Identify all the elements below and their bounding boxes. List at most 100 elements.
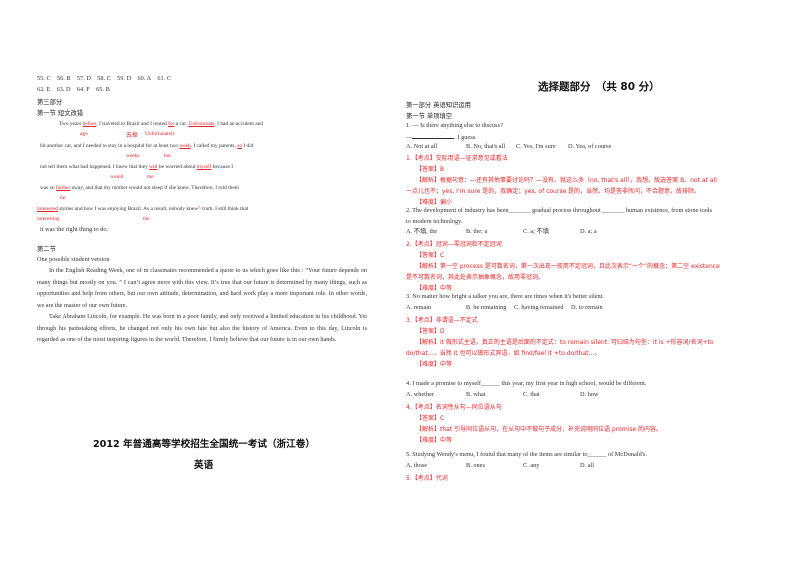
- correction-line-3: not tell them what had happened. I knew …: [40, 164, 233, 170]
- answer-item: 61. C: [157, 75, 172, 82]
- q1-kaodian: 1.【考点】交际用语—征求意见或看法: [406, 155, 508, 162]
- part1-heading: 第一部分 英语知识运用: [406, 102, 471, 109]
- q3-answer: 【答案】D: [416, 328, 445, 335]
- answer-item: 57. D: [76, 75, 91, 82]
- correction-line-4: was so farther away, and that my mother …: [40, 185, 239, 191]
- answer-item: 64. F: [76, 86, 90, 93]
- correction-line-5: interested stories and how I was enjoyin…: [37, 206, 249, 212]
- q4-explanation-1: 【解析】that 引导同位语从句，在从句中不做句子成分，补充说明同位语 prom…: [416, 426, 663, 433]
- section-title: 选择题部分 （共 80 分）: [538, 81, 660, 93]
- answer-item: 62. E: [37, 86, 51, 93]
- error-word: farther: [55, 185, 71, 191]
- insert-caret-icon: ^: [198, 206, 201, 212]
- q1-difficulty: 【难度】偏小: [416, 199, 453, 206]
- option-b: B. No, that's all: [466, 143, 506, 150]
- q5-options: A. those B. ones C. any D. all: [406, 462, 594, 470]
- option-b: B. the; a: [466, 228, 488, 235]
- q5-kaodian: 5.【考点】代词: [406, 475, 448, 482]
- option-a: A. whether: [406, 391, 434, 398]
- answer-blank: [412, 133, 455, 139]
- q4-options: A. whether B. what C. that D. how: [406, 391, 599, 399]
- option-a: A. those: [406, 462, 427, 469]
- answer-item: 58. C: [97, 75, 111, 82]
- answer-item: 65. B: [96, 86, 110, 93]
- q2-stem: 2. The development of industry has been_…: [406, 207, 713, 214]
- q2-difficulty: 【难度】中等: [416, 285, 453, 292]
- option-c: C. a; 不填: [523, 228, 550, 235]
- error-word: before: [82, 121, 97, 127]
- error-word: Unfortunate: [188, 121, 215, 127]
- option-d: D. all: [580, 462, 594, 469]
- q4-stem: 4. I made a promise to myself______ this…: [406, 380, 647, 387]
- essay-label: One possible student version: [37, 256, 110, 263]
- correction-line-1: Two years before, I traveled to Brazil a…: [59, 121, 263, 127]
- error-word: will: [149, 164, 158, 170]
- option-d: D. to remain: [571, 304, 603, 311]
- answer-item: 55. C: [37, 75, 51, 82]
- essay-paragraph-1: In the English Reading Week, one of m cl…: [37, 267, 367, 309]
- essay-paragraph-2: Take Abraham Lincoln, for example. He wa…: [37, 313, 367, 343]
- q3-explanation-2: do/that…，当然 it 也可以做形式宾语，如 find/feel it +…: [406, 350, 601, 357]
- correction-line-6: it was the right thing to do.: [40, 226, 109, 233]
- option-a: A. 不填, the: [406, 228, 438, 235]
- q1-explanation-2: 一点儿也不；yes, I'm sure 是的，我确定；yes, of cours…: [406, 188, 701, 195]
- fix-ago: ago: [80, 131, 88, 137]
- option-d: D. Yea, of course: [568, 143, 612, 150]
- q4-difficulty: 【难度】中等: [416, 437, 453, 444]
- q2-kaodian: 2.【考点】冠词—零冠词和不定冠词: [406, 241, 502, 248]
- q5-stem: 5. Studying Wendy's menu, I found that m…: [406, 451, 647, 458]
- answer-item: 60. A: [137, 75, 152, 82]
- option-d: D. how: [580, 391, 599, 398]
- option-c: C. that: [523, 391, 540, 398]
- fix-but: but: [164, 153, 171, 159]
- fix-weeks: weeks: [126, 153, 140, 159]
- q2-answer: 【答案】C: [416, 252, 445, 259]
- exam-subject: 英语: [194, 460, 214, 471]
- q3-difficulty: 【难度】中等: [416, 361, 453, 368]
- q4-kaodian: 4.【考点】名词性从句—同位语从句: [406, 404, 502, 411]
- section2-heading: 第二节: [37, 246, 56, 253]
- option-b: B. what: [466, 391, 486, 398]
- q1-stem-2: —. I guess.: [406, 133, 477, 141]
- q2-options: A. 不填, the B. the; a C. a; 不填 D. a; a: [406, 228, 597, 236]
- error-word: for: [168, 121, 175, 127]
- section1-heading: 第一节 短文改错: [37, 110, 84, 117]
- answer-item: 63. D: [56, 86, 71, 93]
- q2-stem-2: to modern technology.: [406, 218, 463, 225]
- part3-heading: 第三部分: [37, 99, 63, 106]
- answer-item: 56. B: [56, 75, 71, 82]
- option-b: B. ones: [466, 462, 485, 469]
- q1-explanation-1: 【解析】根据句意：—还有其他事要讨论吗？—没有。就这么多（no, that's …: [416, 177, 717, 184]
- fix-interesting: interesting: [37, 216, 60, 222]
- q3-explanation-1: 【解析】it 做形式主语，真正的主语是后面的不定式：to remain sile…: [416, 339, 714, 346]
- section1-heading: 第一节 单项填空: [406, 113, 453, 120]
- fix-unfortunately: Unfortunately: [145, 131, 176, 137]
- option-d: D. a; a: [580, 228, 597, 235]
- q1-stem: 1. — Is there anything else to discuss?: [406, 122, 503, 129]
- option-c: C. having remained: [514, 304, 564, 311]
- q3-kaodian: 3.【考点】非谓语—不定式: [406, 317, 478, 324]
- fix-me: me: [147, 174, 154, 180]
- error-word: week: [179, 143, 191, 149]
- exam-title: 2012 年普通高等学校招生全国统一考试（浙江卷）: [93, 439, 315, 450]
- answer-key-row-1: 55. C 56. B 57. D 58. C 59. D 60. A 61. …: [37, 75, 171, 83]
- option-b: B. be remaining: [466, 304, 507, 311]
- q2-explanation-2: 是不可数名词，其此处表示抽象概念，故用零冠词。: [406, 274, 545, 281]
- q4-answer: 【答案】C: [416, 415, 445, 422]
- answer-item: 59. D: [117, 75, 132, 82]
- error-word: so: [237, 143, 243, 149]
- option-a: A. Not at all: [406, 143, 438, 150]
- error-word: myself: [196, 164, 212, 170]
- error-word: interested: [37, 206, 58, 212]
- fix-the: the: [143, 216, 150, 222]
- option-c: C. any: [523, 462, 540, 469]
- fix-delete: 去掉: [126, 132, 139, 139]
- q2-explanation-1: 【解析】第一空 process 是可数名词，第一次出现一般用不定冠词，且此次表示…: [416, 263, 720, 270]
- fix-far: far: [60, 195, 66, 201]
- fix-would: would: [110, 174, 124, 180]
- answer-key-row-2: 62. E 63. D 64. F 65. B: [37, 86, 110, 94]
- correction-line-2: hit another car, and I needed to stay in…: [40, 143, 254, 149]
- q3-stem: 3. No matter how bright a talker you are…: [406, 293, 605, 300]
